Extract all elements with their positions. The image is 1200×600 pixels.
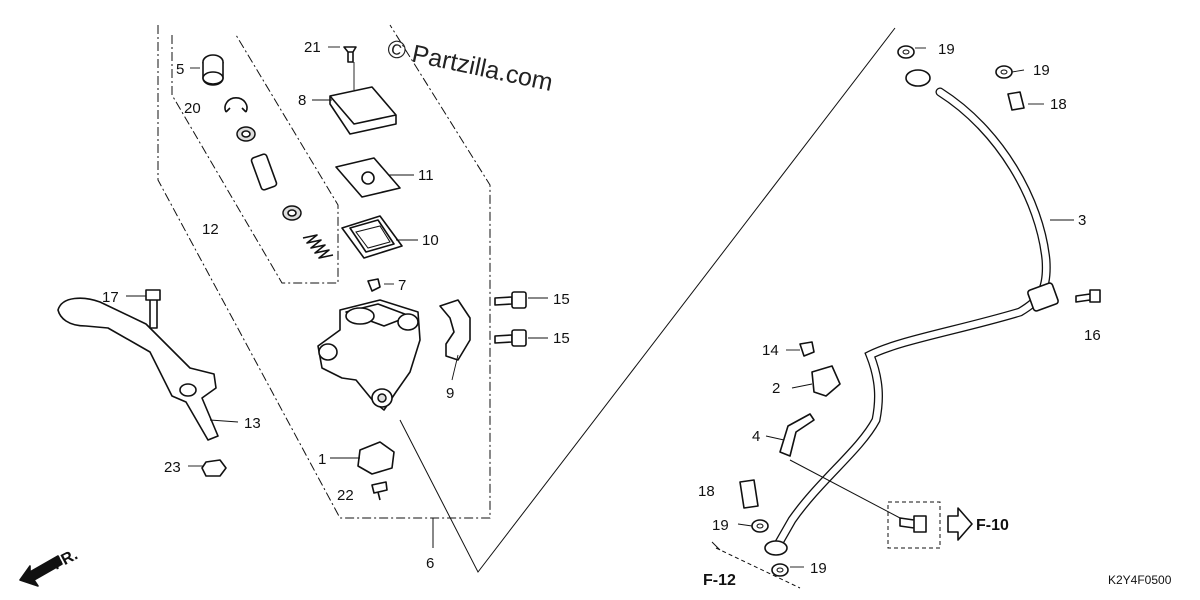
callout-16: 16 <box>1084 327 1101 344</box>
callout-6: 6 <box>426 555 434 572</box>
nut-23-part <box>201 459 227 477</box>
callout-19d: 19 <box>810 560 827 577</box>
callout-10: 10 <box>422 232 439 249</box>
callout-22: 22 <box>337 487 354 504</box>
callout-13: 13 <box>244 415 261 432</box>
callout-3: 3 <box>1078 212 1086 229</box>
callout-20: 20 <box>184 100 201 117</box>
callout-18b: 18 <box>698 483 715 500</box>
piston-seals-part <box>236 126 302 221</box>
callout-5: 5 <box>176 61 184 78</box>
boot-part <box>202 54 224 86</box>
bracket-4-part <box>779 413 815 457</box>
spring-part <box>302 234 334 259</box>
screw-7-part <box>367 278 381 292</box>
callout-19c: 19 <box>712 517 729 534</box>
leader-lines <box>126 46 1074 568</box>
diagonal-guide <box>399 27 896 573</box>
washer-19a-part <box>897 45 915 59</box>
f10-arrow <box>947 507 973 541</box>
circlip-part <box>224 97 248 113</box>
diagram-code: K2Y4F0500 <box>1108 573 1172 587</box>
callout-18a: 18 <box>1050 96 1067 113</box>
callout-12: 12 <box>202 221 219 238</box>
washer-19c-part <box>751 519 769 533</box>
front-direction-arrow <box>19 555 63 587</box>
direction-label: FR. <box>50 546 81 573</box>
callout-1: 1 <box>318 451 326 468</box>
callout-17: 17 <box>102 289 119 306</box>
brake-hose-3-part <box>764 69 1059 556</box>
assembly-6-outline <box>157 24 491 519</box>
cap-8-part <box>329 86 397 135</box>
bolt-18b-part <box>739 479 759 509</box>
callout-19b: 19 <box>1033 62 1050 79</box>
bolt-15b-part <box>494 329 527 347</box>
lever-13-part <box>57 297 219 441</box>
bolt-f10-part <box>899 515 927 533</box>
switch-1-part <box>357 441 395 475</box>
callout-15b: 15 <box>553 330 570 347</box>
ref-f12: F-12 <box>703 572 736 589</box>
kit-12-outline <box>171 34 339 284</box>
callout-19a: 19 <box>938 41 955 58</box>
bolt-18a-part <box>1007 91 1025 111</box>
washer-19b-part <box>995 65 1013 79</box>
ref-f10: F-10 <box>976 517 1009 534</box>
callout-21: 21 <box>304 39 321 56</box>
bolt-14-part <box>799 341 815 357</box>
holder-9-part <box>439 299 471 361</box>
screw-22-part <box>371 481 388 501</box>
washer-19d-part <box>771 563 789 577</box>
bolt-16-part <box>1075 289 1101 303</box>
callout-4: 4 <box>752 428 760 445</box>
callout-2: 2 <box>772 380 780 397</box>
pivot-bolt-17-part <box>145 289 161 329</box>
callout-23: 23 <box>164 459 181 476</box>
master-cylinder-body <box>317 299 421 411</box>
callout-9: 9 <box>446 385 454 402</box>
watermark: © Partzilla.com <box>385 34 556 96</box>
callout-15a: 15 <box>553 291 570 308</box>
diaphragm-10-part <box>341 215 403 259</box>
bolt-15a-part <box>494 291 527 309</box>
clamp-2-part <box>811 365 841 397</box>
screw-21-part <box>343 46 357 63</box>
callout-8: 8 <box>298 92 306 109</box>
callout-7: 7 <box>398 277 406 294</box>
callout-14: 14 <box>762 342 779 359</box>
callout-11: 11 <box>418 167 434 184</box>
